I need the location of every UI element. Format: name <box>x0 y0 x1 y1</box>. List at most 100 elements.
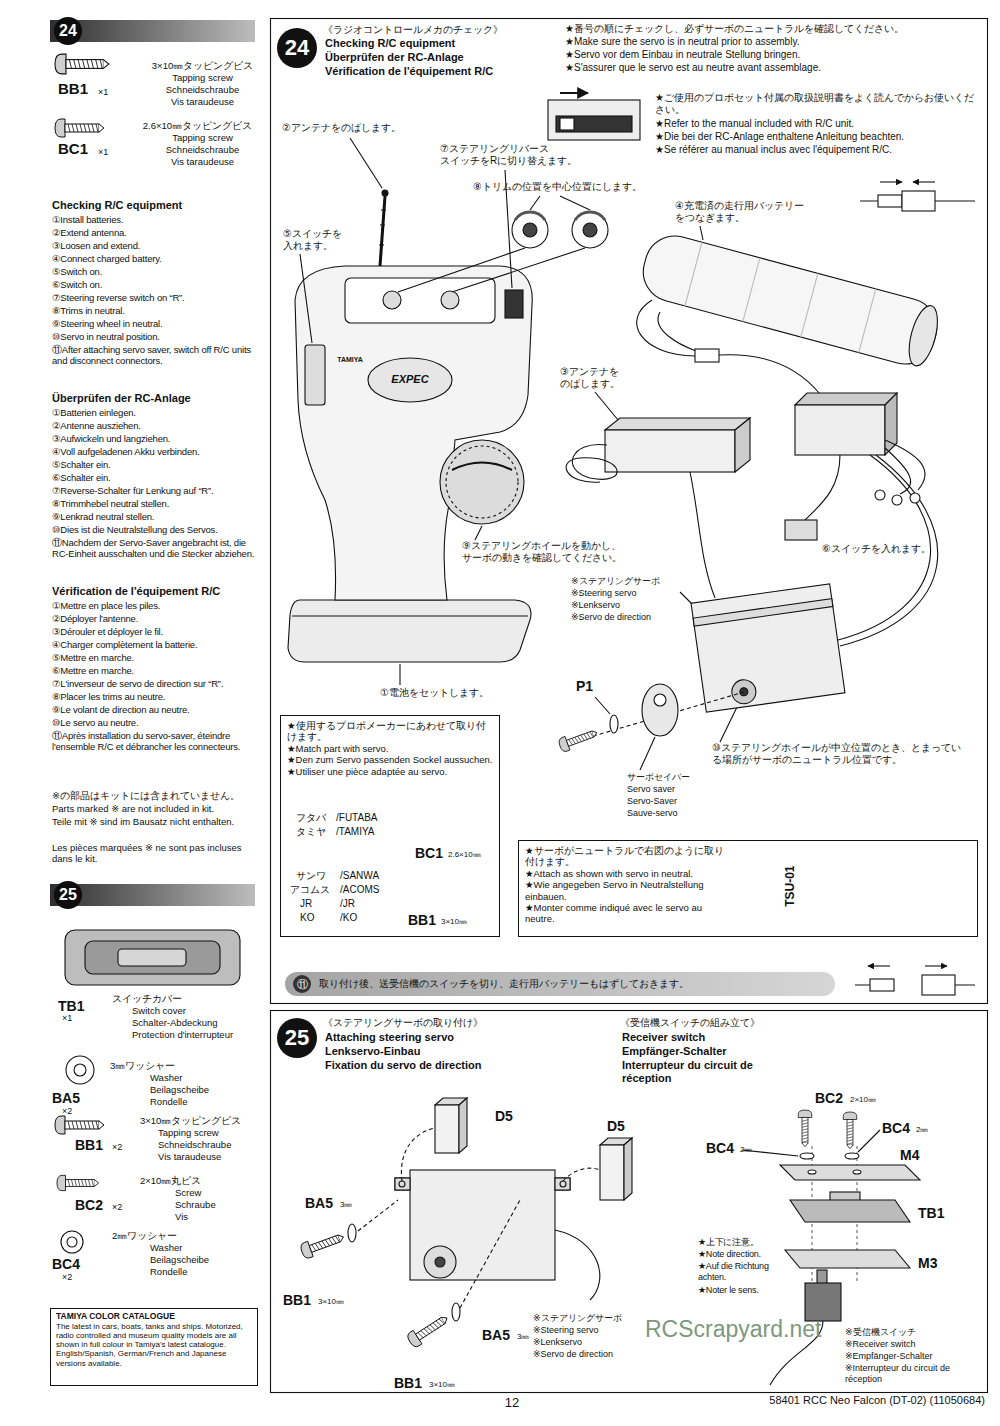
instruction-text: 2㎜ <box>740 1145 765 1155</box>
note-text: ★使用するプロポメーカーにあわせて取り付けます。 <box>287 720 493 743</box>
instruction-text: ※Interrupteur du circuit de réception <box>845 1363 980 1385</box>
instruction-text: Schalter-Abdeckung <box>132 1017 252 1028</box>
instruction-text: ※ステアリングサーボ <box>571 576 681 587</box>
instruction-text: KO <box>300 912 330 924</box>
instruction-text: Teile mit ※ sind im Bausatz nicht enthal… <box>52 816 262 827</box>
part-code: Fixation du servo de direction <box>325 1059 560 1072</box>
part-code: TSU-01 <box>783 861 797 911</box>
instruction-text: ×1 <box>98 147 122 158</box>
instruction-text: /FUTABA <box>336 812 401 824</box>
instruction-text: Vis <box>175 1211 255 1222</box>
instruction-text: /ACOMS <box>340 884 405 896</box>
instruction-text: ★Se référer au manual inclus avec l'équi… <box>655 144 985 156</box>
step-number: 25 <box>54 881 82 909</box>
instruction-text: ⑦ステアリングリバース スイッチをRに切り替えます。 <box>440 143 590 167</box>
instruction-text: 3㎜ワッシャー <box>110 1060 250 1071</box>
instruction-text: ※Steering servo <box>571 588 681 599</box>
part-code: Attaching steering servo <box>325 1031 560 1044</box>
instruction-text: ※ステアリングサーボ <box>533 1313 643 1324</box>
instruction-text: ⑩Servo in neutral position. <box>52 331 262 342</box>
instruction-text: ★番号の順にチェックし、必ずサーボのニュートラルを確認してください。 <box>565 23 985 35</box>
instruction-text: アコムス <box>290 884 340 896</box>
instruction-text: Washer <box>150 1072 250 1083</box>
part-code: Checking R/C equipment <box>325 37 560 50</box>
instruction-text: 2×10㎜ <box>850 1095 900 1105</box>
instruction-text: Schraube <box>175 1199 255 1210</box>
part-code: BB1 <box>283 1292 323 1309</box>
instruction-text: ⑥Mettre en marche. <box>52 665 262 676</box>
instruction-text: /SANWA <box>340 870 405 882</box>
step-number-badge: 25 <box>277 1018 317 1058</box>
instruction-text: ④Charger complètement la batterie. <box>52 639 262 650</box>
step-number: 25 <box>285 1025 309 1051</box>
instruction-text: ⑤Schalter ein. <box>52 459 262 470</box>
part-code: D5 <box>495 1108 525 1125</box>
instruction-text: 3×10㎜ <box>429 1380 479 1390</box>
instruction-text: 12 <box>500 1395 524 1411</box>
callout-bar: ⑪取り付け後、送受信機のスイッチを切り、走行用バッテリーもはずしておきます。 <box>285 972 835 996</box>
instruction-text: Beilagscheibe <box>150 1084 250 1095</box>
part-code: BA5 <box>305 1195 345 1212</box>
instruction-text: ⑥Schalter ein. <box>52 472 262 483</box>
instruction-text: 《受信機スイッチの組み立て》 <box>620 1017 820 1029</box>
instruction-text: ⑨ステアリングホイールを動かし、 サーボの動きを確認してください。 <box>462 540 647 564</box>
instruction-text: Tapping screw <box>158 1127 258 1138</box>
step-number: 24 <box>54 17 82 45</box>
instruction-text: Beilagscheibe <box>150 1254 250 1265</box>
part-code: BC4 <box>52 1256 92 1273</box>
instruction-text: JR <box>300 898 330 910</box>
instruction-text: ※Receiver switch <box>845 1339 980 1350</box>
instruction-text: 2.6×10㎜タッピングビス <box>130 120 265 131</box>
instruction-text: 58401 RCC Neo Falcon (DT-02) (11050684) <box>690 1394 985 1407</box>
instruction-text: ①電池をセットします。 <box>380 687 510 699</box>
instruction-text: ①Install batteries. <box>52 214 262 225</box>
instruction-text: Vis taraudeuse <box>140 96 265 107</box>
instruction-text: 《ラジオコントロールメカのチェック》 <box>323 24 563 36</box>
part-code: BC1 <box>415 845 450 862</box>
instruction-text: ★Servo vor dem Einbau in neutrale Stellu… <box>565 49 985 61</box>
instruction-text: 2×10㎜丸ビス <box>140 1175 260 1186</box>
instruction-text: ⑧Trims in neutral. <box>52 305 262 316</box>
step-banner: 25 <box>50 884 255 906</box>
instruction-text: 2㎜ワッシャー <box>112 1230 252 1241</box>
instruction-text: スイッチカバー <box>112 993 252 1004</box>
instruction-text: ⑨Steering wheel in neutral. <box>52 318 262 329</box>
instruction-text: ⑧Placer les trims au neutre. <box>52 691 262 702</box>
part-code: BC1 <box>58 140 98 158</box>
part-code: BC4 <box>706 1140 741 1157</box>
instruction-text: ①Mettre en place les piles. <box>52 600 262 611</box>
instruction-text: ⑥スイッチを入れます。 <box>822 543 962 555</box>
part-code: D5 <box>607 1118 637 1135</box>
part-code: Receiver switch <box>622 1031 822 1044</box>
instruction-text: /TAMIYA <box>336 826 401 838</box>
instruction-text: ×1 <box>62 1013 86 1024</box>
instruction-text: ⑪After attaching servo saver, switch off… <box>52 344 262 367</box>
instruction-text: 2.6×10㎜ <box>448 850 498 860</box>
instruction-text: タミヤ <box>296 826 336 838</box>
instruction-text: Protection d'interrupteur <box>132 1029 252 1040</box>
note-text: ★Monter comme indiqué avec le servo au n… <box>525 902 730 925</box>
callout-number: ⑪ <box>293 975 311 993</box>
note-text: ★Attach as shown with servo in neutral. <box>525 868 730 879</box>
instruction-text: ⑥Switch on. <box>52 279 262 290</box>
instruction-text: サンワ <box>296 870 340 882</box>
instruction-text: Schneidschraube <box>140 84 265 95</box>
instruction-text: ★Die bei der RC-Anlage enthaltene Anleit… <box>655 131 985 143</box>
step-number: 24 <box>285 35 309 61</box>
instruction-text: サーボセイバー <box>627 772 722 783</box>
instruction-text: ×2 <box>112 1202 136 1213</box>
instruction-text: ⑩ステアリングホイールが中立位置のとき、とまっている場所がサーボのニュートラル位… <box>712 742 967 766</box>
instruction-text: ⑨Le volant de direction au neutre. <box>52 704 262 715</box>
instruction-text: ⑨Lenkrad neutral stellen. <box>52 511 262 522</box>
part-code: BC2 <box>815 1090 850 1107</box>
part-code: BB1 <box>75 1137 115 1154</box>
part-code: Interrupteur du circuit de réception <box>622 1059 772 1085</box>
instruction-text: ×2 <box>62 1106 86 1117</box>
instruction-text: Tapping screw <box>140 72 265 83</box>
instruction-text: Sauve-servo <box>627 808 722 819</box>
instruction-text: ③Dérouler et déployer le fil. <box>52 626 262 637</box>
catalogue-box: TAMIYA COLOR CATALOGUEThe latest in cars… <box>50 1308 258 1386</box>
catalogue-title: TAMIYA COLOR CATALOGUE <box>56 1312 252 1322</box>
instruction-text: Rondelle <box>150 1096 250 1107</box>
instruction-text: ①Batterien einlegen. <box>52 407 262 418</box>
